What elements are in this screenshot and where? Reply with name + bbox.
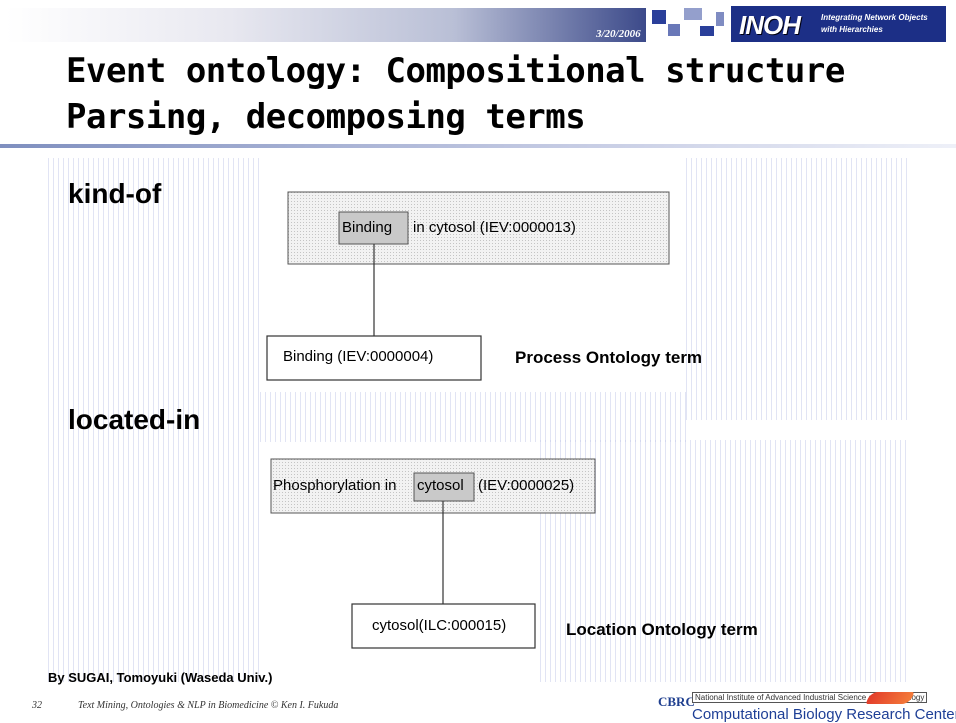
background-stripes-left (48, 158, 260, 420)
cytosol-highlight-text: cytosol (417, 477, 464, 494)
kind-of-label: kind-of (68, 178, 162, 209)
located-in-composite-prefix: Phosphorylation in (273, 477, 397, 494)
located-in-component-text: cytosol(ILC:000015) (372, 617, 507, 634)
located-in-component-box (351, 603, 536, 649)
slide-date: 3/20/2006 (596, 28, 641, 40)
cytosol-highlight-box (413, 472, 475, 502)
aist-swoosh-icon (865, 692, 915, 704)
footer-copyright: Text Mining, Ontologies & NLP in Biomedi… (78, 700, 339, 711)
title-line-1: Event ontology: Compositional structure (66, 51, 845, 91)
header-decoration-square (716, 12, 724, 26)
page-number: 32 (32, 700, 42, 711)
background-stripes-middle (260, 392, 686, 442)
cbrc-logo-mark: CBRC (658, 694, 695, 709)
kind-of-component-box (266, 335, 482, 381)
header-decoration-square (668, 24, 680, 36)
title-underline (0, 144, 956, 148)
located-in-label: located-in (68, 404, 201, 435)
page-title: Event ontology: Compositional structure … (66, 48, 845, 140)
inoh-logo: INOH Integrating Network Objects with Hi… (731, 6, 946, 42)
header-gradient-band (6, 8, 646, 42)
background-stripes-right (686, 158, 908, 420)
inoh-logo-text: INOH (739, 10, 801, 40)
cbrc-center-name: Computational Biology Research Center (692, 706, 956, 723)
header-decoration-square (684, 8, 702, 20)
located-in-composite-suffix: (IEV:0000025) (478, 477, 575, 494)
header-decoration-square (700, 26, 714, 36)
binding-highlight-text: Binding (342, 219, 393, 236)
binding-highlight-box (338, 211, 409, 245)
background-stripes-lower-right (540, 440, 908, 682)
header-decoration-square (652, 10, 666, 24)
inoh-logo-subtitle: Integrating Network Objects with Hierarc… (821, 13, 928, 34)
kind-of-component-text: Binding (IEV:0000004) (283, 348, 434, 365)
location-ontology-caption: Location Ontology term (566, 620, 758, 639)
background-stripes-lower-left (48, 420, 260, 682)
process-ontology-caption: Process Ontology term (515, 348, 703, 367)
aist-institute-label: National Institute of Advanced Industria… (692, 692, 928, 703)
author-credit: By SUGAI, Tomoyuki (Waseda Univ.) (48, 670, 273, 685)
kind-of-composite-rest: in cytosol (IEV:0000013) (413, 219, 576, 236)
title-line-2: Parsing, decomposing terms (66, 97, 586, 137)
